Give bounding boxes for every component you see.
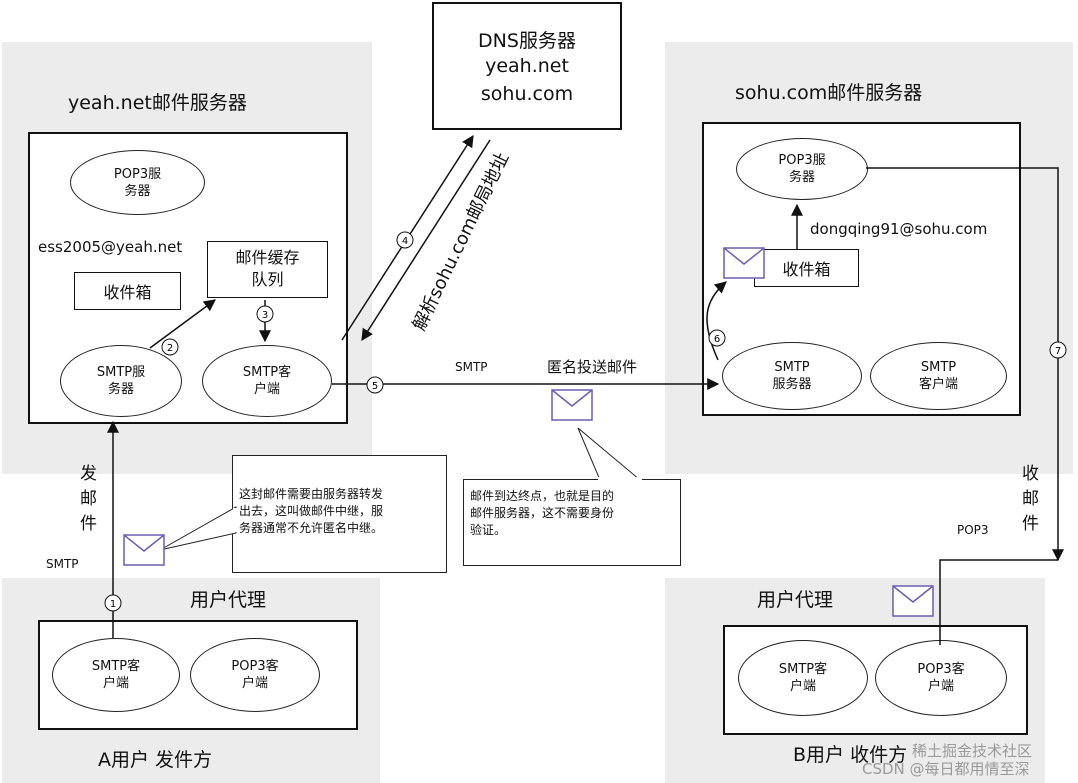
yeah-account: ess2005@yeah.net: [38, 238, 183, 256]
user-a-pop3-client: POP3客 户端: [190, 638, 320, 712]
relay-note: 这封邮件需要由服务器转发 出去，这叫做邮件中继，服 务器通常不允许匿名中继。: [232, 455, 447, 573]
sohu-smtp-server: SMTP 服务器: [722, 342, 862, 410]
relay-note-pointer: [159, 506, 237, 551]
envelope-icon: [123, 534, 165, 566]
watermark-community: 稀土掘金技术社区: [912, 742, 1033, 760]
receive-mail-label: 收 邮 件: [1022, 464, 1039, 534]
svg-text:4: 4: [402, 236, 408, 247]
arrival-note-pointer: [577, 427, 642, 481]
sohu-smtp-client: SMTP 客户端: [870, 342, 1007, 410]
user-b-protocol: POP3: [957, 523, 989, 537]
svg-text:5: 5: [372, 381, 378, 392]
user-a-protocol: SMTP: [46, 557, 79, 571]
step-marker-4: 4: [396, 231, 414, 249]
user-a-caption: A用户 发件方: [98, 749, 213, 771]
transfer-protocol: SMTP: [455, 360, 488, 374]
dns-server-title: DNS服务器: [478, 30, 576, 52]
sohu-inbox: 收件箱: [754, 249, 859, 287]
transfer-label: 匿名投送邮件: [547, 358, 638, 376]
yeah-inbox-label: 收件箱: [103, 283, 152, 302]
yeah-inbox: 收件箱: [74, 272, 181, 310]
user-b-agent-title: 用户代理: [757, 589, 834, 611]
send-mail-label: 发 邮 件: [80, 464, 97, 534]
user-a-smtp-client: SMTP客 户端: [52, 638, 180, 712]
dns-entry-sohu: sohu.com: [480, 83, 574, 105]
sohu-account: dongqing91@sohu.com: [810, 220, 988, 238]
watermark-author: CSDN @每日都用情至深: [862, 760, 1030, 778]
user-b-pop3-client: POP3客 户端: [875, 640, 1007, 716]
arrival-note: 邮件到达终点，也就是目的 邮件服务器，这不需要身份 验证。: [463, 479, 681, 566]
yeah-server-title: yeah.net邮件服务器: [68, 92, 247, 114]
user-a-agent-title: 用户代理: [190, 589, 267, 611]
user-b-smtp-client: SMTP客 户端: [738, 640, 868, 716]
yeah-mail-queue: 邮件缓存 队列: [207, 241, 328, 298]
yeah-smtp-server: SMTP服 务器: [60, 345, 182, 417]
user-b-caption: B用户 收件方: [793, 744, 908, 766]
yeah-pop3-server: POP3服 务器: [70, 150, 205, 215]
sohu-pop3-server: POP3服 务器: [736, 138, 868, 200]
yeah-smtp-client: SMTP客 户端: [202, 345, 332, 417]
sohu-inbox-label: 收件箱: [782, 260, 831, 279]
sohu-server-title: sohu.com邮件服务器: [735, 82, 923, 104]
dns-resolve-label: 解析sohu.com邮局地址: [408, 149, 514, 335]
dns-server-box: [432, 2, 622, 130]
envelope-icon: [551, 389, 593, 421]
dns-entry-yeah: yeah.net: [485, 55, 569, 77]
